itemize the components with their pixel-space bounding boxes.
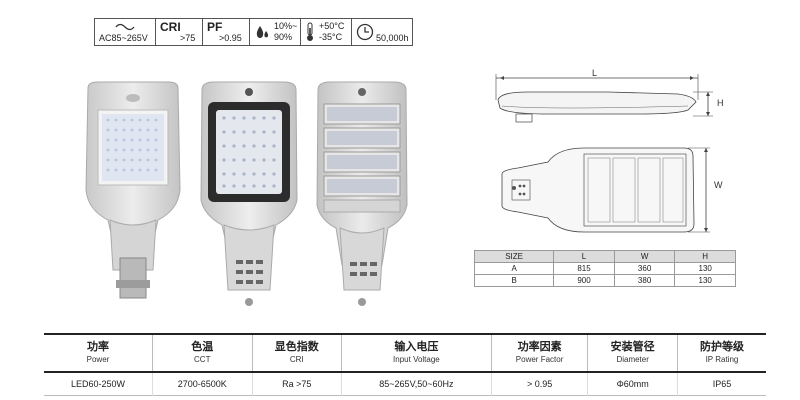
size-table-header: SIZE L W H [473, 250, 736, 263]
spec-header-en: Diameter [616, 355, 649, 364]
humidity-top: 10%~ [274, 21, 298, 31]
size-cell: B [473, 274, 555, 287]
spec-header-cri: 显色指数 CRI [252, 334, 343, 372]
humidity-badge: 10%~ 90% [249, 18, 301, 46]
spec-header-cn: 色温 [191, 341, 214, 353]
cri-badge: CRI >75 [155, 18, 203, 46]
spec-header-en: CCT [194, 355, 211, 364]
side-view-svg [495, 74, 713, 123]
table-row: LED60-250W 2700-6500K Ra >75 85~265V,50~… [44, 372, 766, 396]
spec-header-cn: 显色指数 [274, 341, 319, 353]
spec-header-en: IP Rating [705, 355, 739, 364]
spec-value-voltage: 85~265V,50~60Hz [341, 372, 492, 396]
spec-value-power: LED60-250W [44, 372, 153, 396]
spec-header-diameter: 安装管径 Diameter [587, 334, 678, 372]
side-view-drawing: L H [488, 68, 728, 132]
spec-value-pf: > 0.95 [491, 372, 589, 396]
humidity-bottom: 90% [274, 32, 293, 42]
top-view-svg [501, 147, 710, 233]
spec-header-pf: 功率因素 Power Factor [491, 334, 589, 372]
size-cell: 815 [553, 262, 615, 275]
length-label: L [592, 68, 598, 78]
size-cell: A [473, 262, 555, 275]
temperature-badge: +50°C -35°C [300, 18, 352, 46]
size-table: SIZE L W H A 815 360 130 B 900 380 130 [473, 250, 736, 287]
lamp-module-image [316, 81, 408, 306]
temp-top: +50°C [319, 21, 345, 31]
spec-value-ip: IP65 [712, 379, 732, 389]
clock-icon [356, 23, 374, 41]
table-row: B 900 380 130 [473, 274, 736, 287]
water-drop-icon [256, 26, 269, 38]
top-view-drawing: W [488, 140, 728, 240]
size-cell: 380 [613, 274, 676, 287]
size-cell: 130 [674, 274, 736, 287]
table-row: A 815 360 130 [473, 262, 736, 275]
lifetime-badge: 50,000h [351, 18, 413, 46]
voltage-text: AC85~265V [99, 33, 148, 43]
ac-wave-icon [115, 23, 135, 31]
spec-header-en: Power [86, 355, 110, 364]
cri-label: CRI [160, 20, 181, 34]
size-cell: 360 [613, 262, 676, 275]
cri-value: >75 [180, 33, 196, 43]
temp-bottom: -35°C [319, 32, 343, 42]
spec-value-diameter: Φ60mm [587, 372, 678, 396]
size-header-h: H [674, 250, 736, 263]
spec-header-cn: 安装管径 [610, 341, 655, 353]
spec-header-en: CRI [289, 355, 304, 364]
spec-header-ip: 防护等级 IP Rating [677, 334, 766, 372]
size-header-size: SIZE [473, 250, 555, 263]
spec-header-cn: 功率因素 [517, 341, 562, 353]
size-header-w: W [613, 250, 676, 263]
pf-label: PF [207, 20, 223, 34]
height-label: H [717, 98, 724, 108]
spec-badges: AC85~265V CRI >75 PF >0.95 10%~ 90% +50°… [94, 18, 413, 46]
spec-header-voltage: 输入电压 Input Voltage [341, 334, 492, 372]
lifetime-text: 50,000h [376, 33, 409, 43]
spec-header-cct: 色温 CCT [152, 334, 253, 372]
size-cell: 900 [553, 274, 615, 287]
lamp-front-diffuser-image [85, 81, 181, 299]
spec-value-cct: 2700-6500K [152, 372, 253, 396]
spec-header-cn: 功率 [86, 341, 109, 353]
spec-header-cn: 输入电压 [394, 341, 439, 353]
spec-header-en: Power Factor [515, 355, 564, 364]
spec-header-en: Input Voltage [393, 355, 440, 364]
size-header-l: L [553, 250, 615, 263]
voltage-badge: AC85~265V [94, 18, 156, 46]
pf-badge: PF >0.95 [202, 18, 250, 46]
spec-value-cri: Ra >75 [252, 372, 343, 396]
size-cell: 130 [674, 262, 736, 275]
lamp-front-lens-image [200, 81, 298, 306]
thermometer-icon [307, 22, 313, 41]
spec-header-cn: 防护等级 [699, 341, 744, 353]
width-label: W [714, 180, 723, 190]
pf-value: >0.95 [219, 33, 242, 43]
spec-header-power: 功率 Power [44, 334, 153, 372]
